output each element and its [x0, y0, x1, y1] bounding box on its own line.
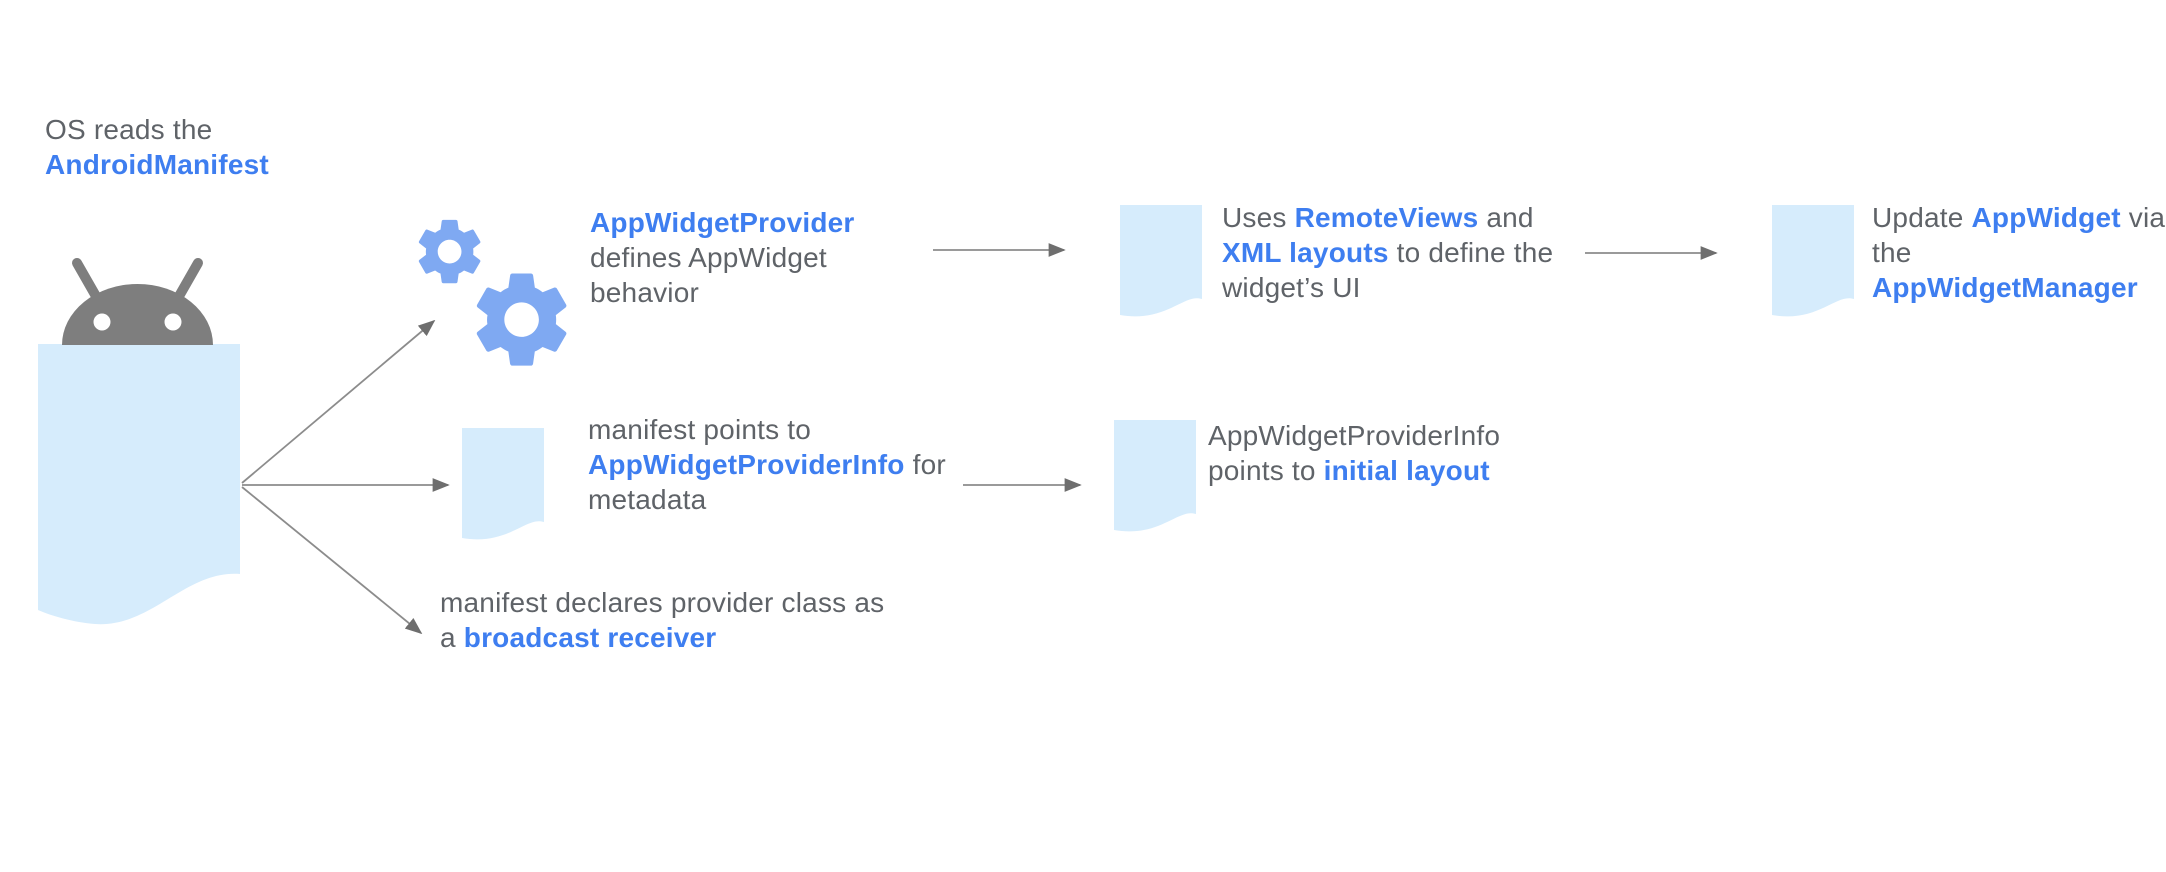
label-line: AppWidgetProviderInfo for — [588, 447, 946, 482]
large-gear-icon — [476, 273, 567, 366]
text-segment: a — [440, 622, 464, 653]
text-segment: widget’s UI — [1222, 272, 1361, 303]
broadcast-receiver-label: manifest declares provider class as a br… — [440, 585, 884, 655]
text-segment: for — [904, 449, 946, 480]
text-segment: manifest declares provider class as — [440, 587, 885, 618]
label-line: AppWidgetManager — [1872, 270, 2165, 305]
text-segment: Uses — [1222, 202, 1295, 233]
appwidgetproviderinfo-keyword: AppWidgetProviderInfo — [588, 449, 905, 480]
text-segment: points to — [1208, 455, 1324, 486]
arrow-to-broadcast — [241, 486, 423, 635]
remoteviews-label: Uses RemoteViews and XML layouts to defi… — [1222, 200, 1553, 305]
label-line: XML layouts to define the — [1222, 235, 1553, 270]
broadcast-receiver-keyword: broadcast receiver — [463, 622, 717, 653]
appwidget-keyword: AppWidget — [1971, 202, 2121, 233]
text-segment: the — [1872, 237, 1912, 268]
document-icon-providerinfo — [462, 428, 544, 540]
text-segment: manifest points to — [588, 414, 812, 445]
gears-icon — [418, 219, 567, 366]
label-line: a broadcast receiver — [440, 620, 884, 655]
label-line: Uses RemoteViews and — [1222, 200, 1553, 235]
text-segment: AppWidgetProviderInfo — [1208, 420, 1501, 451]
label-line: widget’s UI — [1222, 270, 1553, 305]
label-line: the — [1872, 235, 2165, 270]
document-icon-remoteviews — [1120, 205, 1202, 317]
label-line: metadata — [588, 482, 946, 517]
text-segment: via — [2120, 202, 2166, 233]
document-icon-initiallayout — [1114, 420, 1196, 532]
label-line: OS reads the — [45, 112, 269, 147]
update-appwidget-label: Update AppWidget via the AppWidgetManage… — [1872, 200, 2165, 305]
label-line: AndroidManifest — [45, 147, 269, 182]
appwidgetmanager-keyword: AppWidgetManager — [1872, 272, 2138, 303]
label-line: manifest points to — [588, 412, 946, 447]
manifest-document-icon — [38, 344, 240, 625]
text-segment: defines AppWidget — [590, 242, 827, 273]
appwidgetprovider-keyword: AppWidgetProvider — [590, 207, 855, 238]
document-icon-update — [1772, 205, 1854, 317]
arrow-to-gears — [241, 319, 436, 484]
text-segment: OS reads the — [45, 114, 213, 145]
text-segment: to define the — [1388, 237, 1554, 268]
label-line: manifest declares provider class as — [440, 585, 884, 620]
xml-layouts-keyword: XML layouts — [1222, 237, 1389, 268]
label-line: Update AppWidget via — [1872, 200, 2165, 235]
os-reads-manifest-label: OS reads the AndroidManifest — [45, 112, 269, 182]
android-robot-icon — [62, 258, 213, 345]
robot-right-eye — [164, 313, 182, 331]
text-segment: and — [1478, 202, 1534, 233]
label-line: AppWidgetProviderInfo — [1208, 418, 1500, 453]
robot-left-eye — [93, 313, 111, 331]
arrows — [241, 243, 1718, 635]
label-line: points to initial layout — [1208, 453, 1500, 488]
providerinfo-initiallayout-label: AppWidgetProviderInfo points to initial … — [1208, 418, 1500, 488]
text-segment: Update — [1872, 202, 1972, 233]
appwidgetprovider-label: AppWidgetProvider defines AppWidget beha… — [590, 205, 855, 310]
manifest-metadata-label: manifest points to AppWidgetProviderInfo… — [588, 412, 946, 517]
androidmanifest-keyword: AndroidManifest — [45, 149, 269, 180]
small-gear-icon — [418, 219, 481, 284]
remoteviews-keyword: RemoteViews — [1294, 202, 1479, 233]
label-line: behavior — [590, 275, 855, 310]
label-line: defines AppWidget — [590, 240, 855, 275]
initial-layout-keyword: initial layout — [1323, 455, 1490, 486]
label-line: AppWidgetProvider — [590, 205, 855, 240]
text-segment: metadata — [588, 484, 707, 515]
text-segment: behavior — [590, 277, 700, 308]
